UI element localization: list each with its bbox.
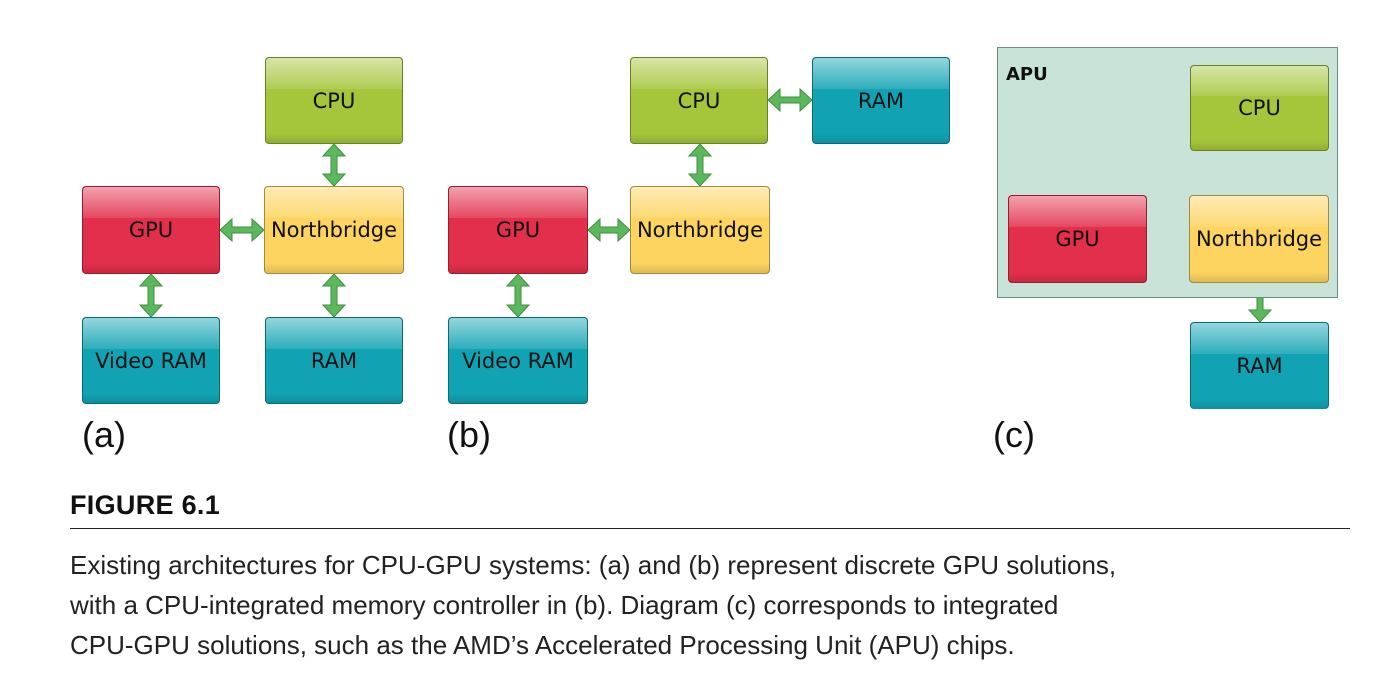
c-gpu-label: GPU [1055, 227, 1100, 251]
a-arrow-gpu-northbridge [219, 217, 265, 243]
panel-label-c: (c) [993, 414, 1035, 455]
b-gpu-label: GPU [495, 218, 541, 242]
caption-line-2: with a CPU-integrated memory controller … [70, 590, 1059, 620]
panel-label-b: (b) [447, 414, 491, 455]
b-arrow-gpu-videoram [505, 273, 531, 318]
a-northbridge-box: Northbridge [264, 186, 404, 274]
b-northbridge-box: Northbridge [630, 186, 770, 274]
b-arrow-gpu-northbridge [587, 217, 631, 243]
b-gpu-box: GPU [448, 186, 588, 274]
c-cpu-box: CPU [1190, 65, 1329, 151]
a-arrow-cpu-northbridge [321, 143, 347, 187]
figure-title: FIGURE 6.1 [70, 490, 221, 520]
b-arrow-cpu-ram [767, 87, 813, 113]
b-cpu-box: CPU [630, 57, 768, 144]
figure-caption: Existing architectures for CPU-GPU syste… [70, 545, 1370, 665]
b-northbridge-label: Northbridge [636, 218, 764, 242]
c-cpu-label: CPU [1238, 96, 1281, 120]
b-ram-box: RAM [812, 57, 950, 144]
a-cpu-label: CPU [312, 88, 356, 113]
b-ram-label: RAM [857, 88, 905, 113]
c-ram-box: RAM [1190, 322, 1329, 409]
b-video-ram-box: Video RAM [448, 317, 588, 404]
a-ram-box: RAM [265, 317, 403, 404]
b-video-ram-label: Video RAM [462, 348, 574, 373]
a-gpu-label: GPU [128, 218, 174, 242]
a-arrow-gpu-videoram [138, 273, 164, 318]
a-video-ram-box: Video RAM [82, 317, 220, 404]
a-cpu-box: CPU [265, 57, 403, 144]
panel-label-a: (a) [82, 414, 126, 455]
b-arrow-cpu-northbridge [687, 143, 713, 187]
apu-label: APU [1006, 64, 1048, 85]
c-gpu-box: GPU [1008, 195, 1147, 283]
b-cpu-label: CPU [677, 88, 721, 113]
a-northbridge-label: Northbridge [270, 218, 398, 242]
c-ram-label: RAM [1236, 354, 1283, 378]
a-video-ram-label: Video RAM [95, 348, 207, 373]
caption-line-3: CPU-GPU solutions, such as the AMD’s Acc… [70, 630, 1015, 660]
c-northbridge-label: Northbridge [1195, 227, 1323, 251]
c-northbridge-box: Northbridge [1189, 195, 1329, 283]
a-ram-label: RAM [310, 348, 358, 373]
a-gpu-box: GPU [82, 186, 220, 274]
caption-line-1: Existing architectures for CPU-GPU syste… [70, 550, 1117, 580]
a-arrow-northbridge-ram [321, 273, 347, 318]
figure-rule [70, 528, 1350, 529]
